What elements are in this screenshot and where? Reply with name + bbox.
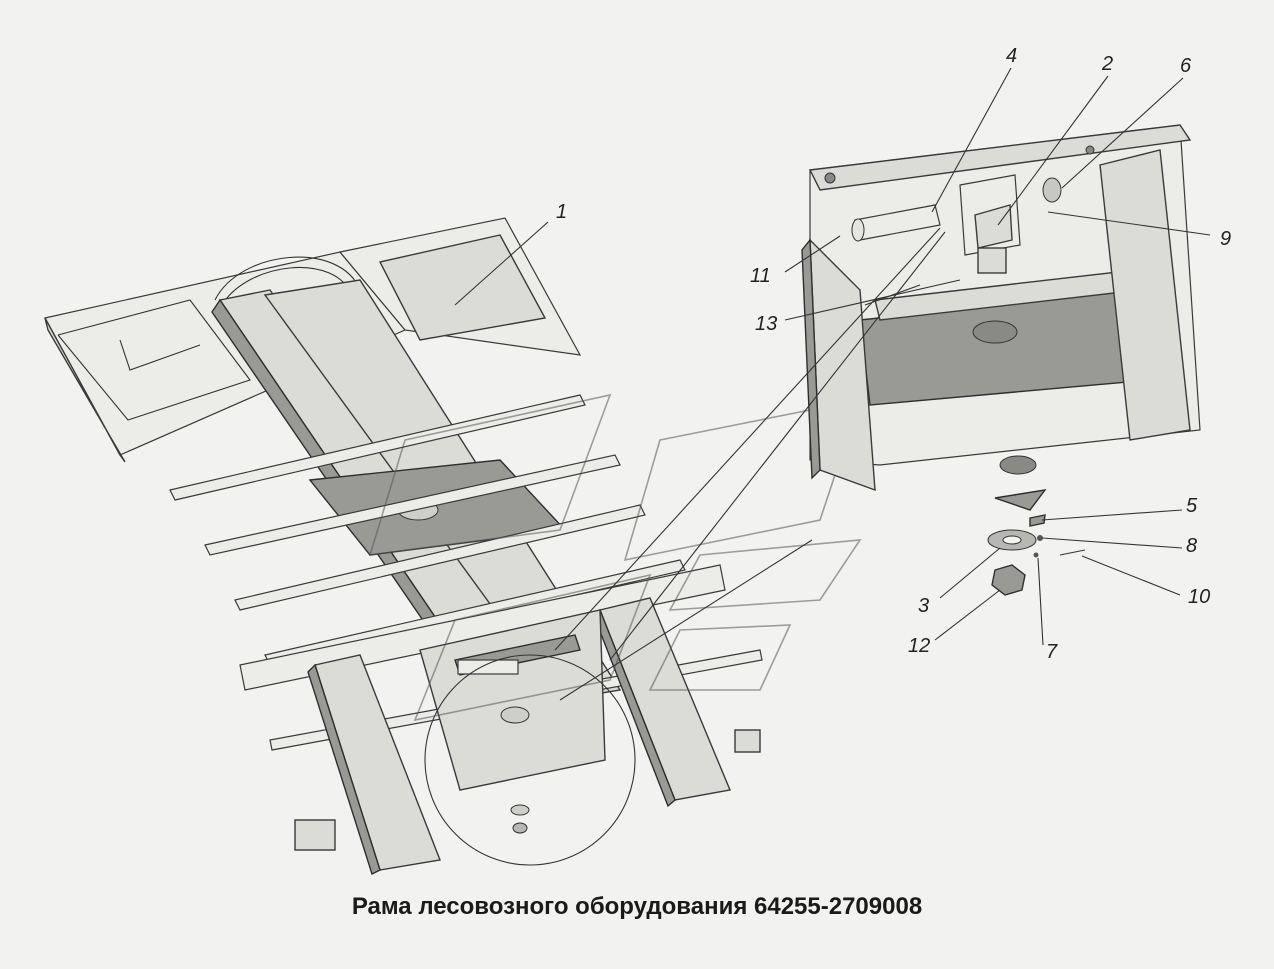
main-frame-assembly [44, 217, 763, 875]
callout-leaders [454, 67, 1211, 646]
callout-7: 7 [1046, 641, 1058, 663]
callout-3: 3 [918, 595, 929, 617]
watermark-logo [368, 393, 862, 722]
callout-11: 11 [750, 265, 771, 287]
callout-4: 4 [1006, 45, 1017, 67]
callout-12: 12 [908, 635, 930, 657]
callout-labels: 1 2 3 4 5 6 7 8 9 10 11 12 13 [556, 45, 1231, 663]
detail-view [801, 124, 1201, 596]
callout-8: 8 [1186, 535, 1197, 557]
callout-13: 13 [755, 313, 777, 335]
callout-10: 10 [1188, 586, 1210, 608]
callout-6: 6 [1180, 55, 1192, 77]
callout-2: 2 [1101, 53, 1113, 75]
callout-5: 5 [1186, 495, 1198, 517]
drawing-title: Рама лесовозного оборудования 64255-2709… [351, 893, 923, 920]
callout-9: 9 [1220, 228, 1231, 250]
callout-1: 1 [556, 201, 567, 223]
